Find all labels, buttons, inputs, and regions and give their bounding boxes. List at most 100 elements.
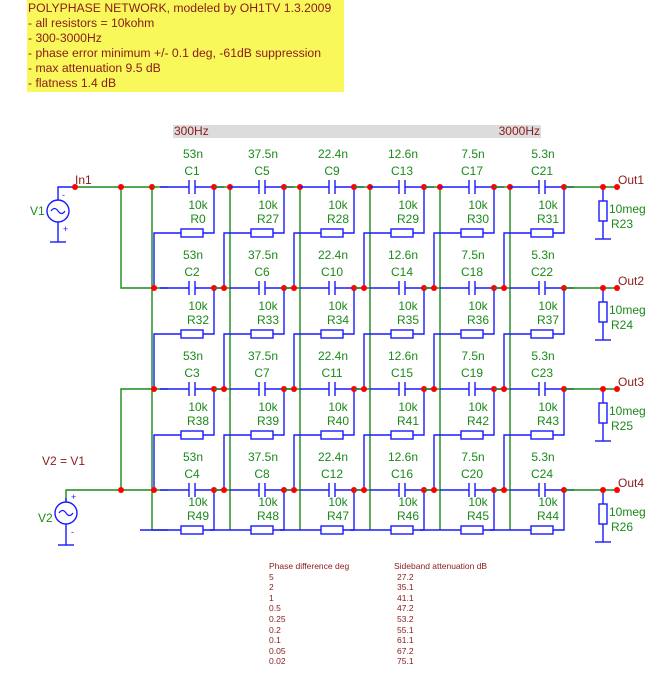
network-stage-4 — [350, 180, 434, 535]
junction-node — [600, 285, 606, 291]
capacitor-label: C11 — [321, 366, 342, 380]
resistor — [293, 187, 355, 288]
voltage-source-v2 — [54, 489, 152, 546]
resistor-lead — [293, 232, 321, 288]
load-label: R23 — [611, 217, 633, 231]
capacitor-value: 37.5n — [248, 450, 278, 464]
junction-node — [614, 285, 620, 291]
capacitor-value: 22.4n — [318, 248, 348, 262]
table-header-attenuation: Sideband attenuation dB — [394, 561, 488, 571]
resistor-label: R42 — [467, 414, 489, 428]
resistor-lead — [503, 434, 531, 490]
resistor-lead — [273, 288, 285, 335]
capacitor-value: 53n — [183, 248, 203, 262]
polarity-sign: - — [71, 527, 74, 537]
resistor-lead — [363, 232, 391, 288]
resistor — [223, 288, 285, 389]
network-stage-1 — [140, 180, 224, 535]
note-line: - 300-3000Hz — [28, 31, 102, 45]
capacitor — [230, 382, 294, 396]
resistor-label: R44 — [537, 509, 559, 523]
resistor-label: R43 — [537, 414, 559, 428]
resistor-body — [250, 525, 274, 535]
resistor-lead — [203, 288, 215, 335]
capacitor-label: C3 — [184, 366, 200, 380]
table-cell-phase: 0.1 — [269, 635, 281, 646]
capacitor-value: 7.5n — [461, 147, 484, 161]
load-label: R25 — [611, 419, 633, 433]
resistor-lead — [553, 490, 565, 531]
frequency-range-bar: 300Hz 3000Hz — [173, 125, 541, 138]
junction-node — [221, 285, 227, 291]
resistor-value: 10k — [188, 495, 208, 509]
resistor — [223, 187, 285, 288]
resistor-value: 10k — [538, 400, 558, 414]
resistor-value: 10k — [398, 400, 418, 414]
resistor-lead — [413, 187, 425, 234]
resistor-body — [180, 228, 204, 238]
resistor-lead — [273, 187, 285, 234]
net-label-in1: In1 — [75, 173, 92, 187]
resistor-label: R28 — [327, 212, 349, 226]
capacitor-label: C7 — [254, 366, 270, 380]
table-cell-phase: 2 — [269, 582, 274, 593]
load-value: 10meg — [609, 303, 646, 317]
resistor-value: 10k — [398, 299, 418, 313]
frequency-high-label: 3000Hz — [498, 124, 540, 138]
resistor — [490, 490, 565, 535]
resistor-body — [390, 525, 414, 535]
resistor-lead — [223, 333, 251, 389]
resistor-body — [598, 402, 608, 424]
resistor-body — [180, 525, 204, 535]
sine-wave-icon — [50, 207, 66, 215]
output-3 — [564, 388, 617, 442]
table-cell-attenuation: 27.2 — [397, 571, 414, 582]
resistor-label: R49 — [187, 509, 209, 523]
capacitor-label: C18 — [461, 265, 483, 279]
resistor-value: 10k — [538, 299, 558, 313]
capacitor-label: C14 — [391, 265, 413, 279]
resistor — [293, 389, 355, 490]
table-cell-phase: 0.5 — [269, 603, 281, 614]
resistor-body — [390, 228, 414, 238]
capacitor-label: C6 — [254, 265, 270, 279]
capacitor-label: C21 — [531, 164, 553, 178]
resistor — [293, 288, 355, 389]
output-1 — [564, 186, 617, 240]
capacitor-value: 12.6n — [388, 147, 418, 161]
notes-box: POLYPHASE NETWORK, modeled by OH1TV 1.3.… — [27, 0, 344, 92]
resistor-lead — [413, 288, 425, 335]
table-cell-phase: 1 — [269, 592, 274, 603]
resistor-lead — [483, 389, 495, 436]
capacitor-value: 5.3n — [531, 147, 554, 161]
capacitor-label: C4 — [184, 467, 200, 481]
resistor-value: 10k — [258, 299, 278, 313]
resistor-label: R30 — [467, 212, 489, 226]
junction-node — [600, 487, 606, 493]
resistor — [363, 187, 425, 288]
source-label-v2: V2 — [38, 511, 53, 525]
junction-node — [151, 285, 157, 291]
capacitor-value: 7.5n — [461, 450, 484, 464]
resistor-body — [180, 430, 204, 440]
net-label-out: Out1 — [618, 173, 644, 187]
resistor-label: R37 — [537, 313, 559, 327]
resistor — [433, 187, 495, 288]
capacitor-label: C10 — [321, 265, 343, 279]
capacitor-value: 37.5n — [248, 248, 278, 262]
capacitor-label: C24 — [531, 467, 553, 481]
resistor-body — [598, 200, 608, 222]
polarity-sign: + — [63, 224, 68, 234]
capacitor-label: C1 — [184, 164, 200, 178]
table-cell-attenuation: 47.2 — [397, 603, 414, 614]
capacitor-label: C19 — [461, 366, 483, 380]
resistor-label: R0 — [190, 212, 206, 226]
junction-node — [501, 386, 507, 392]
junction-node — [614, 386, 620, 392]
capacitor-label: C13 — [391, 164, 413, 178]
resistor-lead — [293, 434, 321, 490]
resistor — [363, 288, 425, 389]
capacitor-value: 12.6n — [388, 349, 418, 363]
resistor — [433, 389, 495, 490]
polarity-sign: + — [71, 492, 76, 502]
